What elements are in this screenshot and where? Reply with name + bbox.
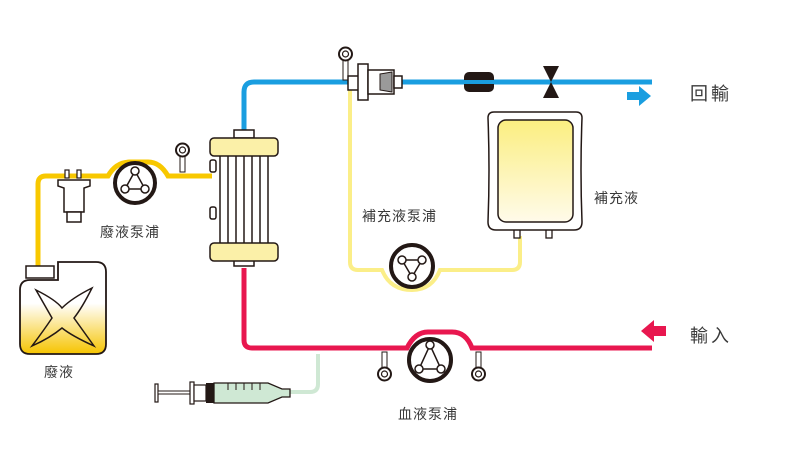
pressure-gauge-pre-pump bbox=[377, 351, 392, 382]
replacement-fluid-label: 補充液 bbox=[594, 191, 639, 207]
replacement-fluid-bag[interactable] bbox=[487, 111, 583, 239]
replacement-line bbox=[348, 86, 522, 293]
pressure-gauge-waste bbox=[175, 142, 190, 173]
clamp-valve-icon[interactable] bbox=[543, 66, 559, 98]
input-arrow-icon bbox=[641, 320, 666, 342]
waste-container[interactable] bbox=[19, 261, 107, 355]
waste-pump-label: 廢液泵浦 bbox=[100, 225, 160, 241]
return-label: 回輸 bbox=[690, 84, 732, 105]
syringe-line bbox=[290, 354, 320, 394]
return-arrow-icon bbox=[627, 86, 651, 106]
input-line bbox=[241, 268, 652, 351]
pressure-gauge-return bbox=[338, 46, 353, 81]
replacement-pump[interactable] bbox=[389, 243, 435, 289]
waste-connector bbox=[57, 169, 91, 223]
dialyzer-filter[interactable] bbox=[209, 129, 279, 267]
air-trap-chamber bbox=[347, 63, 403, 101]
blood-pump[interactable] bbox=[407, 337, 453, 383]
waste-line bbox=[35, 159, 212, 268]
waste-label: 廢液 bbox=[44, 365, 74, 381]
return-line bbox=[241, 79, 652, 140]
pressure-gauge-post-pump bbox=[471, 351, 486, 382]
waste-pump[interactable] bbox=[113, 161, 157, 205]
blood-pump-label: 血液泵浦 bbox=[398, 407, 458, 423]
replacement-pump-label: 補充液泵浦 bbox=[362, 209, 437, 225]
syringe-icon[interactable] bbox=[154, 381, 291, 405]
input-label: 輸入 bbox=[690, 326, 732, 347]
